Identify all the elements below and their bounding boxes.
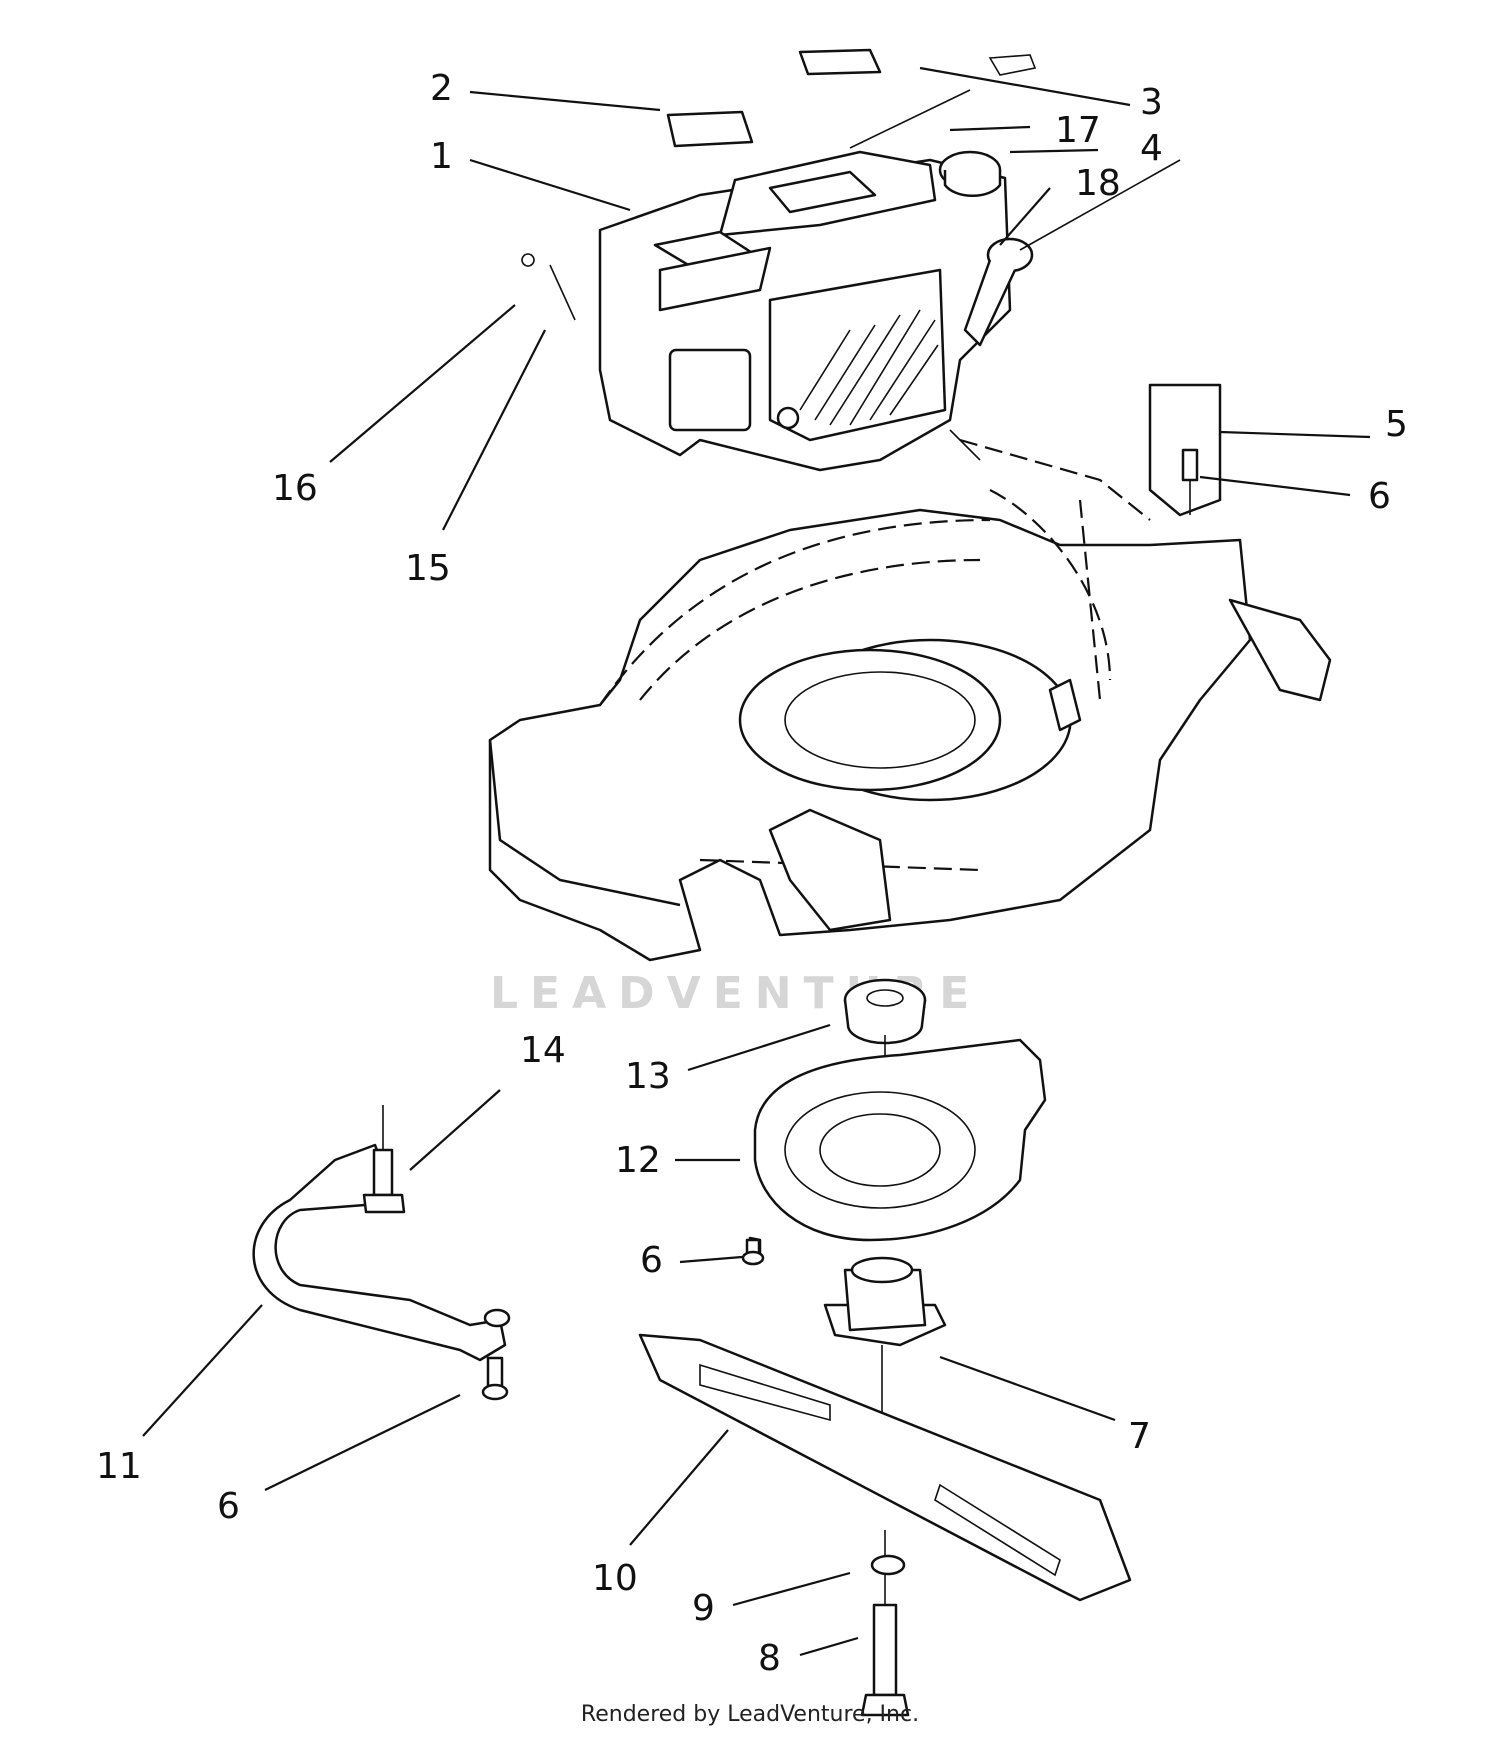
callout-16: 16 [272,468,318,509]
callout-12: 12 [615,1140,661,1181]
baffle-screw [741,1238,765,1266]
callout-17: 17 [1055,110,1101,151]
callout-7: 7 [1128,1416,1151,1457]
credit-footer: Rendered by LeadVenture, Inc. [580,1702,920,1727]
mulch-deflector [252,1143,511,1362]
deflector-screw [481,1356,509,1401]
callout-2: 2 [430,68,453,109]
callout-13: 13 [625,1056,671,1097]
callout-6-deflector: 6 [217,1486,240,1527]
blade [638,1333,1132,1602]
callout-1: 1 [430,136,453,177]
blade-bolt [860,1603,910,1717]
washer [870,1554,906,1576]
callout-15: 15 [405,548,451,589]
mower-deck [488,429,1332,962]
engine [598,150,1034,472]
callout-14: 14 [520,1030,566,1071]
callout-8: 8 [758,1638,781,1679]
callout-6-baffle: 6 [640,1240,663,1281]
callout-10: 10 [592,1558,638,1599]
callout-9: 9 [692,1588,715,1629]
blade-adapter [823,1256,947,1347]
gasket [666,110,754,148]
callout-5: 5 [1385,404,1408,445]
leader-lines [142,66,1371,1657]
deflector-bolt [362,1105,406,1214]
callout-4: 4 [1140,128,1163,169]
callouts: 1 2 3 4 5 6 6 6 7 8 9 10 11 12 13 14 15 … [96,68,1408,1679]
callout-11: 11 [96,1446,142,1487]
callout-18: 18 [1075,163,1121,204]
filter-cover [798,48,882,76]
spacer [843,978,927,1045]
callout-6-upper: 6 [1368,476,1391,517]
callout-3: 3 [1140,82,1163,123]
baffle-plate [753,1038,1047,1242]
